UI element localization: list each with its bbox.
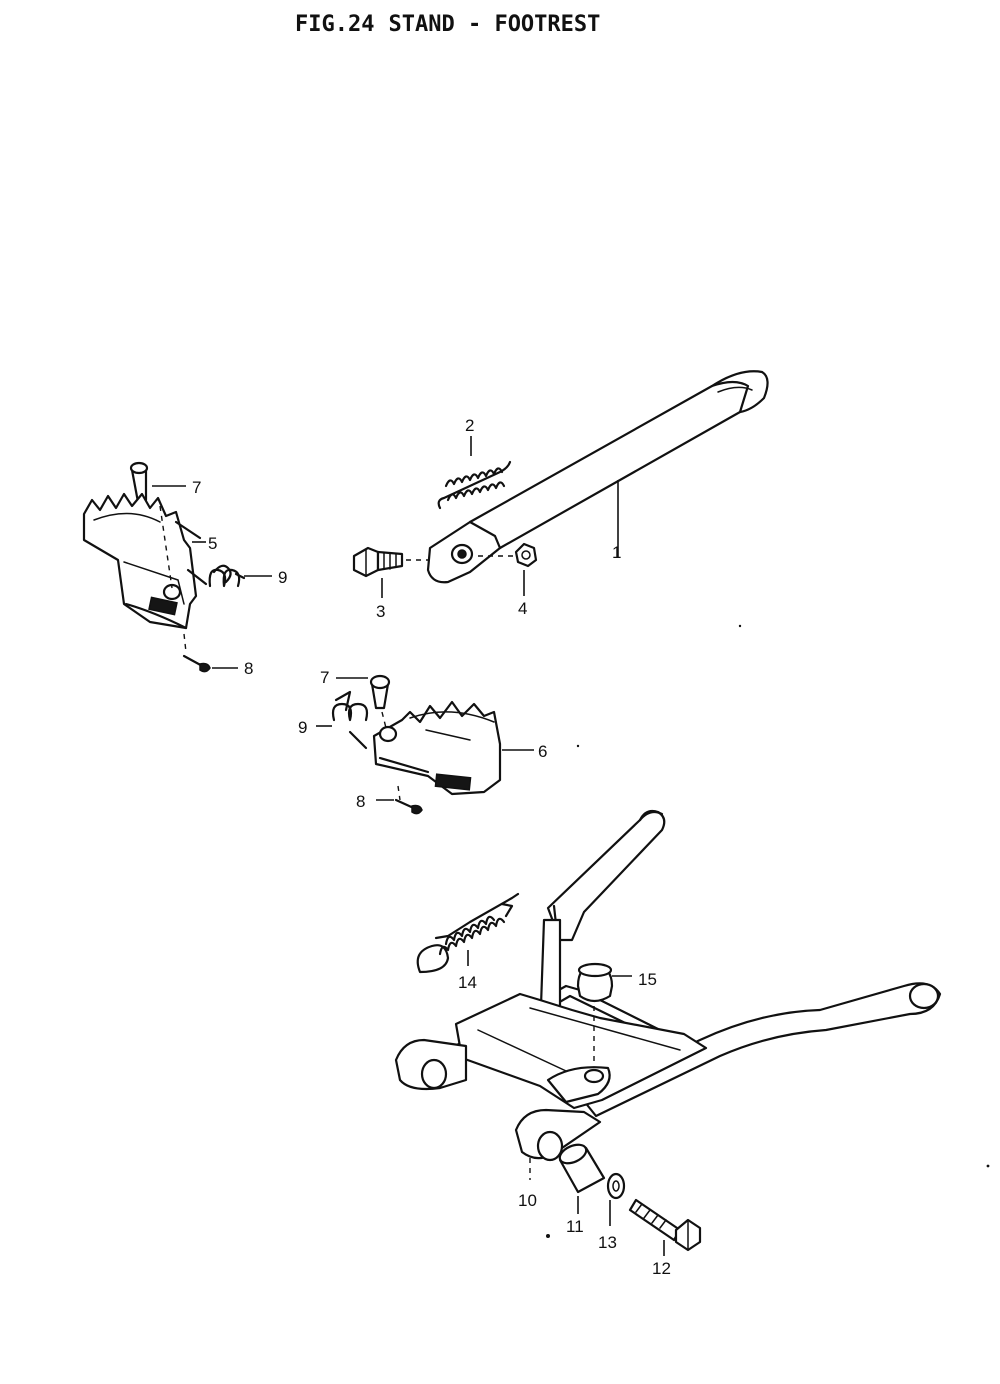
callout-1-label: 1 [612,543,621,562]
stand-nut [478,542,538,596]
side-stand [426,370,769,584]
pivot-collar [558,1143,606,1214]
callout-8-left: 8 [244,659,253,678]
callout-7-right: 7 [320,668,329,687]
callout-9-left: 9 [278,568,287,587]
callout-10: 10 [518,1191,537,1210]
figure-caption: STAND - FOOTREST [388,12,601,37]
callout-2: 2 [465,416,474,435]
callout-14: 14 [458,973,477,992]
scan-speck [738,624,742,628]
stand-bolt [352,546,428,598]
callout-6: 6 [538,742,547,761]
footrest-spring-right [316,690,369,750]
stand-spring [437,436,512,510]
callout-9-right: 9 [298,718,307,737]
callout-8-right: 8 [356,792,365,811]
callout-15: 15 [638,970,657,989]
footrest-left [82,461,272,673]
washer [606,1172,626,1226]
cotter-pin-left [182,633,238,673]
stopper-rubber [576,962,632,1064]
callout-11: 11 [566,1217,584,1236]
pivot-bolt [628,1198,702,1256]
cotter-pin-right [376,785,423,815]
callout-5: 5 [208,534,217,553]
scan-speck [546,1234,550,1238]
scan-speck [986,1164,990,1168]
callout-3: 3 [376,602,385,621]
callout-13: 13 [598,1233,617,1252]
center-stand-spring [416,892,520,974]
callout-12: 12 [652,1259,671,1278]
callout-4: 4 [518,599,527,618]
scan-speck [576,744,580,748]
figure-title: FIG.24 STAND - FOOTREST [295,12,614,37]
footrest-spring-left [186,564,272,588]
center-stand [394,809,942,1180]
footrest-right [316,674,534,815]
figure-number: FIG.24 [295,12,375,37]
callout-7-left: 7 [192,478,201,497]
